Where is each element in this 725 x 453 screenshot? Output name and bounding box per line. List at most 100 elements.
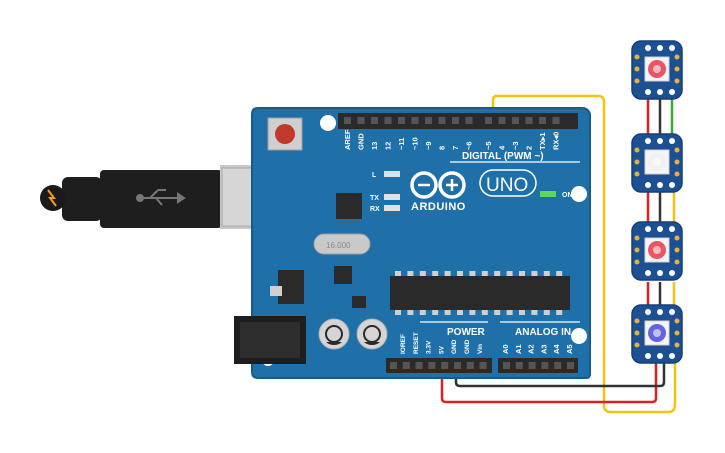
neopixel-2[interactable] xyxy=(631,133,683,193)
chip-pin xyxy=(469,310,476,315)
neopixel-pad xyxy=(674,66,680,72)
crystal-oscillator: 16.000 xyxy=(313,233,371,255)
mounting-hole xyxy=(320,115,336,131)
power-wire-5v[interactable] xyxy=(440,352,658,404)
usb-cable-strain-relief xyxy=(62,177,102,221)
power-pin-label: GND xyxy=(451,339,458,354)
header-pin[interactable] xyxy=(411,117,419,124)
header-pin[interactable] xyxy=(371,117,378,124)
voltage-regulator xyxy=(278,270,304,304)
header-pin[interactable] xyxy=(398,117,405,124)
chip-pin xyxy=(481,271,488,276)
led-tx xyxy=(384,194,400,200)
brand-text: ARDUINO xyxy=(411,201,466,213)
power-header-label: POWER xyxy=(447,327,486,338)
header-pin[interactable] xyxy=(428,362,436,369)
neopixel-pad xyxy=(634,247,640,253)
power-header[interactable] xyxy=(386,358,492,373)
chip-pin xyxy=(444,271,451,276)
power-pin-label: 3.3V xyxy=(426,340,433,354)
neopixel-pad xyxy=(674,235,680,241)
neopixel-pad xyxy=(634,66,640,72)
header-pin[interactable] xyxy=(515,362,523,369)
header-pin[interactable] xyxy=(438,117,446,124)
chip-pin xyxy=(556,310,563,315)
power-pin-label: IOREF xyxy=(400,334,407,354)
header-pin[interactable] xyxy=(384,117,392,124)
neopixel-pad xyxy=(674,159,680,165)
header-pin[interactable] xyxy=(465,117,473,124)
digital-pin-label: ~10 xyxy=(411,137,420,150)
reset-button[interactable] xyxy=(267,117,303,151)
chip-pin xyxy=(543,310,550,315)
digital-header-label: DIGITAL (PWM ~) xyxy=(462,151,544,162)
chip-pin xyxy=(457,310,463,315)
header-pin[interactable] xyxy=(425,117,432,124)
led-l xyxy=(384,171,400,177)
power-pin-label: Vin xyxy=(477,344,484,354)
dc-power-jack[interactable] xyxy=(234,316,306,364)
header-pin[interactable] xyxy=(466,362,474,369)
header-pin[interactable] xyxy=(503,362,510,369)
header-pin[interactable] xyxy=(452,117,459,124)
capacitor xyxy=(318,318,350,350)
header-pin[interactable] xyxy=(539,117,546,124)
capacitor xyxy=(356,318,388,350)
chip-pin xyxy=(457,271,463,276)
header-pin[interactable] xyxy=(402,362,410,369)
header-pin[interactable] xyxy=(552,117,560,124)
small-chip xyxy=(334,266,352,284)
header-pin[interactable] xyxy=(479,362,487,369)
chip-pin xyxy=(432,310,439,315)
header-pin[interactable] xyxy=(528,362,536,369)
neopixel-pad xyxy=(674,54,680,60)
neopixel-pad xyxy=(634,318,640,324)
crystal-label: 16.000 xyxy=(326,241,351,250)
digital-pin-label: ~5 xyxy=(484,141,493,150)
header-pin[interactable] xyxy=(454,362,461,369)
chip-pin xyxy=(506,271,513,276)
digital-pin-label: 13 xyxy=(370,142,379,150)
analog-header-label: ANALOG IN xyxy=(515,327,571,338)
chip-pin xyxy=(444,310,451,315)
digital-pin-label: AREF xyxy=(343,129,352,150)
analog-header[interactable] xyxy=(498,358,578,373)
header-pin[interactable] xyxy=(554,362,562,369)
header-pin[interactable] xyxy=(525,117,533,124)
header-pin[interactable] xyxy=(512,117,519,124)
digital-pin-label: GND xyxy=(357,133,366,150)
led-rx xyxy=(384,205,400,211)
digital-pin-label: 8 xyxy=(438,146,447,150)
neopixel-4[interactable] xyxy=(631,304,683,364)
chip-pin xyxy=(432,271,439,276)
digital-pin-label: 7 xyxy=(451,146,460,150)
digital-pin-label: ~3 xyxy=(511,141,520,150)
header-pin[interactable] xyxy=(357,117,365,124)
header-pin[interactable] xyxy=(541,362,549,369)
header-pin[interactable] xyxy=(567,362,574,369)
neopixel-pad xyxy=(674,147,680,153)
power-pin-label: 5V xyxy=(438,345,445,354)
power-led-label: ON xyxy=(562,192,573,199)
header-pin[interactable] xyxy=(485,117,492,124)
neopixel-1[interactable] xyxy=(631,40,683,100)
header-pin[interactable] xyxy=(498,117,506,124)
neopixel-pad xyxy=(674,342,680,348)
model-text: UNO xyxy=(486,175,528,196)
neopixel-3[interactable] xyxy=(631,221,683,281)
chip-pin xyxy=(531,271,538,276)
ground-wire[interactable] xyxy=(454,352,666,388)
led-tx-label: TX xyxy=(370,195,379,202)
digital-pin-label: TX▸1 xyxy=(538,132,547,150)
neopixel-pad xyxy=(674,78,680,84)
lightning-icon xyxy=(47,189,57,207)
neopixel-pad xyxy=(634,330,640,336)
header-pin[interactable] xyxy=(415,362,423,369)
header-pin[interactable] xyxy=(344,117,351,124)
header-pin[interactable] xyxy=(390,362,397,369)
neopixel-pad xyxy=(634,342,640,348)
header-pin[interactable] xyxy=(441,362,449,369)
signal-wire[interactable] xyxy=(491,94,677,414)
